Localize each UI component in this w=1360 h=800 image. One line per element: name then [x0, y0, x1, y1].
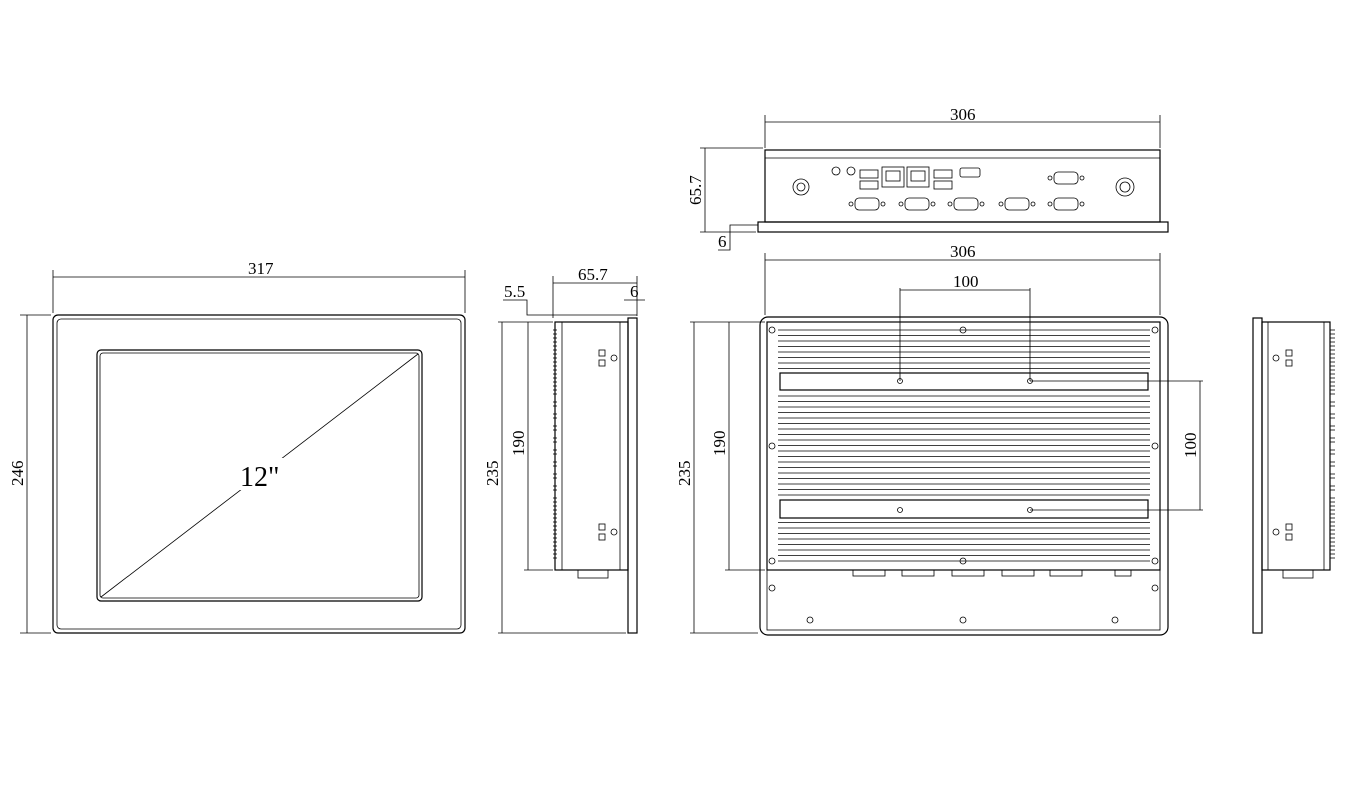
screw-icon [1151, 442, 1159, 450]
flange-label: 6 [718, 232, 727, 251]
top-width-label: 306 [950, 105, 976, 124]
dc-in-icon [1115, 177, 1135, 197]
com-port-icon [901, 569, 935, 577]
side-view: 65.7 5.5 6 235 190 [483, 265, 645, 634]
screw-icon [768, 557, 776, 565]
side-bezel [627, 317, 638, 634]
com-port-icon [1053, 197, 1079, 211]
screw-icon [768, 442, 776, 450]
top-flange [757, 221, 1169, 233]
bezel-thickness-label: 6 [630, 282, 639, 301]
mounting-bar [779, 499, 1149, 519]
screw-icon [1151, 557, 1159, 565]
top-depth-label: 65.7 [686, 175, 705, 205]
rear-total-height-label: 235 [675, 461, 694, 487]
com-port-icon [951, 569, 985, 577]
com-port-icon [1001, 569, 1035, 577]
screw-icon [1111, 616, 1119, 624]
screw-icon [959, 557, 967, 565]
vesa-vertical-label: 100 [1181, 433, 1200, 459]
depth-label: 65.7 [578, 265, 608, 284]
usb-port-icon [859, 169, 879, 179]
rear-bezel [759, 316, 1169, 636]
screw-icon [959, 326, 967, 334]
screw-icon [768, 326, 776, 334]
right-side-view [1252, 317, 1335, 634]
dc-port-icon [1114, 569, 1132, 577]
body-height-label: 190 [509, 431, 528, 457]
usb-port-icon [933, 169, 953, 179]
hdmi-port-icon [959, 167, 981, 178]
heatsink [766, 321, 1161, 571]
right-body [1261, 321, 1331, 571]
com-port-icon [1053, 171, 1079, 185]
rear-view: 306 100 100 235 190 [675, 242, 1203, 636]
com-port-icon [953, 197, 979, 211]
com-port-icon [852, 569, 886, 577]
rear-width-label: 306 [950, 242, 976, 261]
lan-port-icon [906, 166, 930, 188]
front-bezel [52, 314, 466, 634]
screw-icon [959, 616, 967, 624]
com-port-icon [1004, 197, 1030, 211]
front-view: 12" 317 246 [8, 259, 466, 634]
screw-icon [1151, 326, 1159, 334]
com-port-icon [1049, 569, 1083, 577]
screw-icon [1151, 584, 1159, 592]
vesa-horizontal-label: 100 [953, 272, 979, 291]
height-label: 246 [8, 461, 27, 487]
screen [96, 349, 423, 602]
right-bezel [1252, 317, 1263, 634]
screw-icon [806, 616, 814, 624]
top-view: 306 65.7 6 [686, 105, 1169, 251]
com-port-icon [904, 197, 930, 211]
top-body [764, 149, 1161, 223]
bezel-offset-label: 5.5 [504, 282, 525, 301]
width-label: 317 [248, 259, 274, 278]
power-button-icon [792, 178, 810, 196]
screw-icon [768, 584, 776, 592]
com-port-icon [854, 197, 880, 211]
mounting-bar [779, 372, 1149, 391]
rear-body-height-label: 190 [710, 431, 729, 457]
lan-port-icon [881, 166, 905, 188]
total-height-label: 235 [483, 461, 502, 487]
screen-size-label: 12" [240, 462, 279, 493]
